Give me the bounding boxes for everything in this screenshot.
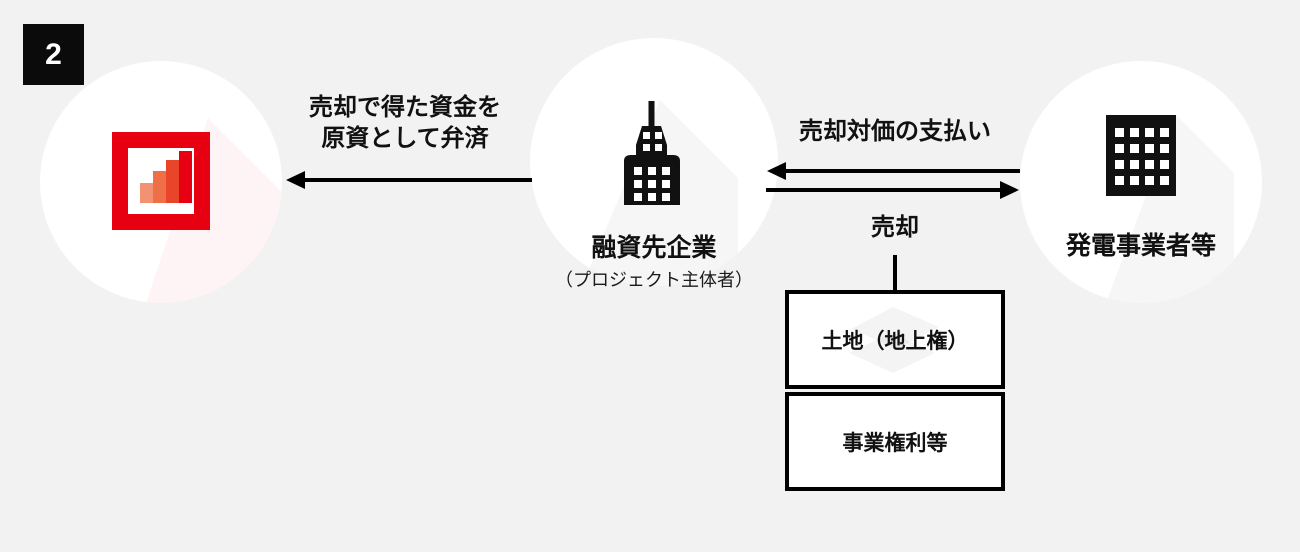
building-icon	[1106, 115, 1176, 196]
arrow-repayment-caption-line2: 原資として弁済	[321, 124, 489, 152]
arrow-sale-proceeds-head	[767, 162, 786, 180]
borrower-label: 融資先企業	[591, 234, 717, 262]
arrow-repayment-caption: 売却で得た資金を 原資として弁済	[280, 93, 530, 154]
step-number-badge: 2	[23, 24, 84, 85]
bar-2	[153, 170, 166, 203]
arrow-sale-line	[766, 188, 1002, 192]
arrow-repayment-head	[286, 171, 305, 189]
bar-1	[140, 183, 153, 203]
step-number-label: 2	[45, 37, 62, 71]
bar-4	[179, 151, 192, 203]
asset-box-business-rights: 事業権利等	[785, 392, 1005, 491]
arrow-repayment-line	[303, 178, 532, 182]
arrow-sale-proceeds-line	[784, 169, 1020, 173]
arrow-repayment-caption-line1: 売却で得た資金を	[309, 94, 501, 121]
bar-chart-icon	[112, 132, 210, 230]
asset-box-business-rights-label: 事業権利等	[842, 431, 948, 455]
power-operator-label: 発電事業者等	[1065, 232, 1216, 260]
arrow-sale-head	[1000, 181, 1019, 199]
asset-box-land: 土地（地上権）	[785, 290, 1005, 389]
asset-box-land-label: 土地（地上権）	[821, 329, 969, 353]
office-tower-icon	[624, 101, 680, 205]
bar-3	[166, 159, 179, 203]
borrower-sublabel: （プロジェクト主体者）	[555, 270, 753, 290]
bar-chart-bars	[140, 151, 192, 203]
arrow-sale-caption: 売却	[871, 214, 919, 241]
arrow-sale-proceeds-caption: 売却対価の支払い	[770, 117, 1020, 148]
arrow-sale-proceeds-caption-line1: 売却対価の支払い	[799, 118, 991, 145]
sale-connector-line	[893, 255, 897, 292]
